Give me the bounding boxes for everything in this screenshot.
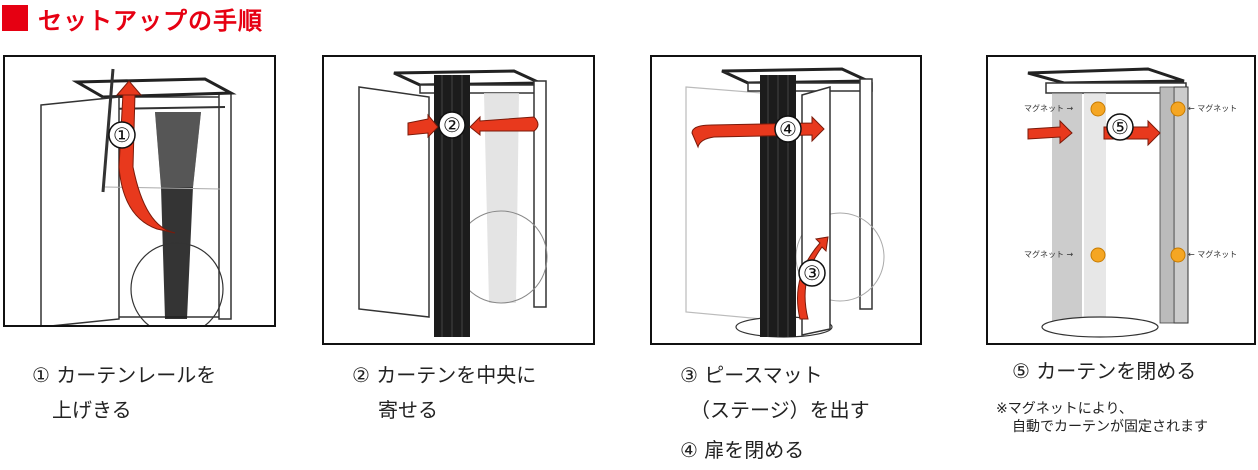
step-5-caption: ⑤ カーテンを閉める: [1012, 359, 1197, 383]
magnet-label-top-left: マグネット →: [1024, 103, 1074, 113]
step-2-marker: ②: [443, 113, 461, 137]
step-2-drawing: ②: [358, 69, 548, 337]
magnet-marker-2: [1170, 101, 1186, 117]
step-4-caption: ④ 扉を閉める: [680, 438, 805, 462]
step-4-marker: ④: [779, 117, 797, 141]
step-5-illustration: ⑤ マグネット → ← マグネット マグネット → ← マグネット: [986, 55, 1256, 345]
section-title: セットアップの手順: [0, 0, 263, 36]
magnet-marker-3: [1090, 247, 1106, 263]
step-3-4-drawing: ④ ③: [685, 67, 885, 338]
step-2-illustration: ②: [322, 55, 595, 345]
magnet-marker-1: [1090, 101, 1106, 117]
step-5-drawing: ⑤ マグネット → ← マグネット マグネット → ← マグネット: [1024, 67, 1237, 338]
magnet-note-line-2: 自動でカーテンが固定されます: [1012, 419, 1208, 435]
step-2-caption-line-1: ② カーテンを中央に: [352, 363, 537, 387]
magnet-marker-4: [1170, 247, 1186, 263]
step-1-illustration: ①: [3, 55, 276, 327]
step-3-caption-line-1: ③ ピースマット: [680, 363, 823, 387]
step-3-marker: ③: [803, 261, 821, 285]
title-square-icon: [2, 5, 28, 31]
step-1-caption-line-1: ① カーテンレールを: [32, 363, 217, 387]
magnet-label-top-right: ← マグネット: [1188, 103, 1237, 113]
magnet-note-line-1: ※マグネットにより、: [996, 401, 1133, 417]
magnet-label-bottom-right: ← マグネット: [1188, 249, 1237, 259]
step-2-caption-line-2: 寄せる: [378, 398, 438, 422]
step-1-marker: ①: [113, 123, 131, 147]
title-text: セットアップの手順: [38, 6, 263, 35]
step-1-drawing: ①: [40, 68, 237, 325]
step-3-caption-line-2: （ステージ）を出す: [690, 398, 870, 422]
step-3-4-illustration: ④ ③: [650, 55, 922, 345]
step-1-caption-line-2: 上げきる: [52, 398, 132, 422]
magnet-label-bottom-left: マグネット →: [1024, 249, 1074, 259]
step-5-marker: ⑤: [1111, 115, 1129, 139]
